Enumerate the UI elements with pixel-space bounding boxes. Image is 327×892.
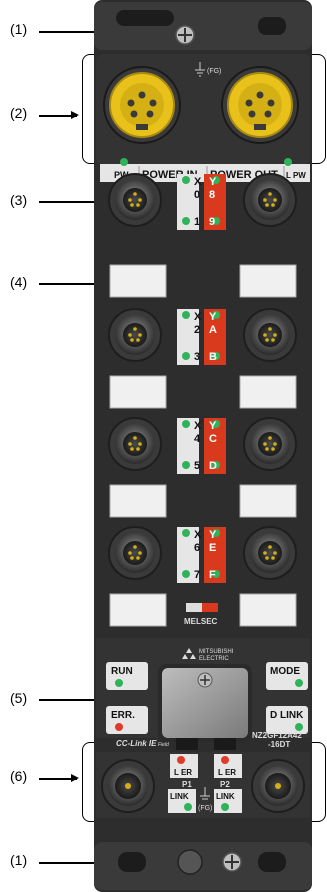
y-digit: E: [209, 542, 216, 554]
y-digit-bottom: 9: [209, 216, 215, 228]
label-plate: [109, 593, 167, 627]
run-label: RUN: [111, 666, 133, 677]
fg-bottom-label: (FG): [198, 805, 212, 812]
y-digit-bottom: B: [209, 351, 217, 363]
label-plate: [109, 375, 167, 409]
fg-top-label: (FG): [207, 68, 221, 75]
err-label: ERR.: [111, 710, 135, 721]
callout-arrow: [39, 112, 79, 118]
y-label: Y: [209, 176, 217, 188]
callout-label: (1): [10, 21, 28, 37]
y-label: Y: [209, 529, 217, 541]
label-plate: [109, 264, 167, 298]
melsec-label: MELSEC: [184, 617, 218, 626]
mitsubishi-logo: [186, 648, 192, 653]
x-digit-bottom: 7: [194, 569, 200, 581]
x-label: X: [194, 176, 202, 188]
label-plate: [239, 264, 297, 298]
y-digit: A: [209, 324, 217, 336]
dlink-label: D LINK: [270, 710, 304, 721]
power-out-connector: [221, 66, 299, 144]
callout-label: (2): [10, 105, 28, 121]
callout-label: (3): [10, 192, 28, 208]
p2-label: P2: [220, 780, 230, 789]
bottom-screw: [222, 852, 242, 872]
link-label-p1: LINK: [170, 792, 189, 801]
cclink-sub-label: Field: [158, 742, 169, 748]
io-row-2: [108, 308, 297, 365]
io-row-3: [108, 417, 297, 474]
lerr-label-p1: L ER: [174, 768, 192, 777]
brand-line1: MITSUBISHI: [199, 649, 234, 655]
top-screw: [175, 25, 195, 45]
cclink-label: CC-Link IE: [116, 739, 157, 748]
x-digit-bottom: 3: [194, 351, 200, 363]
y-digit-bottom: F: [209, 569, 216, 581]
brand-line2: ELECTRIC: [199, 656, 229, 662]
x-label: X: [194, 420, 202, 432]
io-row-1: [108, 173, 297, 230]
model-line2: -16DT: [268, 740, 290, 749]
lpw-label: L PW: [286, 171, 306, 180]
label-plate: [109, 484, 167, 518]
y-digit: 8: [209, 189, 215, 201]
mode-label: MODE: [270, 666, 300, 677]
io-row-4: [108, 526, 297, 583]
link-label-p2: LINK: [216, 792, 235, 801]
p1-label: P1: [182, 780, 192, 789]
callout-label: (4): [10, 274, 28, 290]
pw-label: PW: [114, 170, 129, 180]
x-digit: 6: [194, 542, 200, 554]
callout-label: (1): [10, 852, 28, 868]
y-digit: C: [209, 433, 217, 445]
x-digit: 0: [194, 189, 200, 201]
y-digit-bottom: D: [209, 460, 217, 472]
bottom-bracket: [94, 842, 312, 890]
label-plate: [239, 593, 297, 627]
ethernet-p2: [251, 759, 305, 813]
label-plate: [239, 484, 297, 518]
ethernet-p1: [101, 759, 155, 813]
x-label: X: [194, 311, 202, 323]
callout-label: (5): [10, 690, 28, 706]
lerr-label-p2: L ER: [218, 768, 236, 777]
cover: [158, 664, 252, 750]
label-plate: [239, 375, 297, 409]
x-digit-bottom: 5: [194, 460, 200, 472]
y-label: Y: [209, 311, 217, 323]
callout-label: (6): [10, 768, 28, 784]
model-line1: NZ2GF12A42: [252, 731, 302, 740]
callout-arrow: [39, 775, 79, 781]
power-in-connector: [103, 66, 181, 144]
x-digit: 4: [194, 433, 201, 445]
x-digit-bottom: 1: [194, 216, 200, 228]
x-digit: 2: [194, 324, 200, 336]
x-label: X: [194, 529, 202, 541]
y-label: Y: [209, 420, 217, 432]
